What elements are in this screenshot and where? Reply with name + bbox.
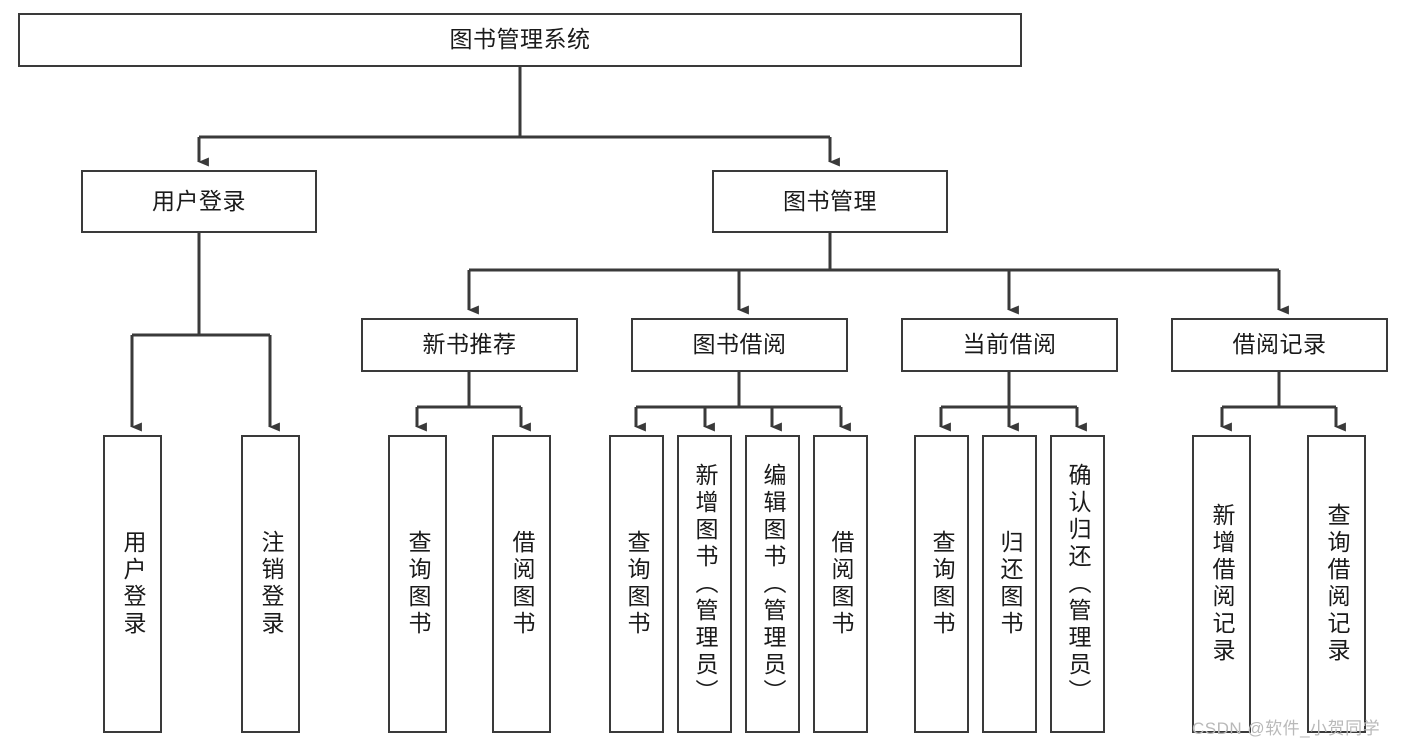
node-book-management[interactable]: 图书管理 xyxy=(712,170,948,233)
node-leaf-user-login-label: 用户登录 xyxy=(120,530,146,638)
node-leaf-return-book-label: 归还图书 xyxy=(997,530,1023,638)
node-leaf-query-record[interactable]: 查询借阅记录 xyxy=(1307,435,1366,733)
node-leaf-edit-book[interactable]: 编辑图书（管理员） xyxy=(745,435,800,733)
watermark: CSDN @软件_小贺同学 xyxy=(1192,719,1381,738)
node-leaf-add-record-label: 新增借阅记录 xyxy=(1209,503,1235,665)
node-root[interactable]: 图书管理系统 xyxy=(18,13,1022,67)
node-user-login-label: 用户登录 xyxy=(152,187,246,214)
node-leaf-add-book-label: 新增图书（管理员） xyxy=(692,462,718,706)
node-new-book-recommend-label: 新书推荐 xyxy=(422,331,517,358)
node-leaf-borrow-book-2[interactable]: 借阅图书 xyxy=(813,435,868,733)
node-leaf-user-login[interactable]: 用户登录 xyxy=(103,435,162,733)
node-book-borrow-label: 图书借阅 xyxy=(692,331,787,358)
node-leaf-confirm-return-label: 确认归还（管理员） xyxy=(1065,462,1091,706)
node-book-borrow[interactable]: 图书借阅 xyxy=(631,318,848,372)
node-leaf-query-record-label: 查询借阅记录 xyxy=(1324,503,1350,665)
node-leaf-borrow-book-1-label: 借阅图书 xyxy=(509,530,535,638)
node-borrow-record[interactable]: 借阅记录 xyxy=(1171,318,1388,372)
node-leaf-return-book[interactable]: 归还图书 xyxy=(982,435,1037,733)
node-current-borrow[interactable]: 当前借阅 xyxy=(901,318,1118,372)
node-leaf-logout-login[interactable]: 注销登录 xyxy=(241,435,300,733)
node-book-management-label: 图书管理 xyxy=(783,187,877,214)
node-leaf-confirm-return[interactable]: 确认归还（管理员） xyxy=(1050,435,1105,733)
node-leaf-borrow-book-2-label: 借阅图书 xyxy=(828,530,854,638)
node-new-book-recommend[interactable]: 新书推荐 xyxy=(361,318,578,372)
node-current-borrow-label: 当前借阅 xyxy=(962,331,1057,358)
node-root-label: 图书管理系统 xyxy=(449,26,591,53)
node-leaf-edit-book-label: 编辑图书（管理员） xyxy=(760,462,786,706)
node-leaf-logout-login-label: 注销登录 xyxy=(258,530,284,638)
node-leaf-query-book-2-label: 查询图书 xyxy=(624,530,650,638)
node-leaf-query-book-1[interactable]: 查询图书 xyxy=(388,435,447,733)
node-leaf-add-book[interactable]: 新增图书（管理员） xyxy=(677,435,732,733)
node-leaf-borrow-book-1[interactable]: 借阅图书 xyxy=(492,435,551,733)
node-leaf-query-book-3[interactable]: 查询图书 xyxy=(914,435,969,733)
node-leaf-query-book-1-label: 查询图书 xyxy=(405,530,431,638)
node-leaf-query-book-3-label: 查询图书 xyxy=(929,530,955,638)
node-borrow-record-label: 借阅记录 xyxy=(1232,331,1327,358)
node-user-login[interactable]: 用户登录 xyxy=(81,170,317,233)
node-leaf-query-book-2[interactable]: 查询图书 xyxy=(609,435,664,733)
node-leaf-add-record[interactable]: 新增借阅记录 xyxy=(1192,435,1251,733)
